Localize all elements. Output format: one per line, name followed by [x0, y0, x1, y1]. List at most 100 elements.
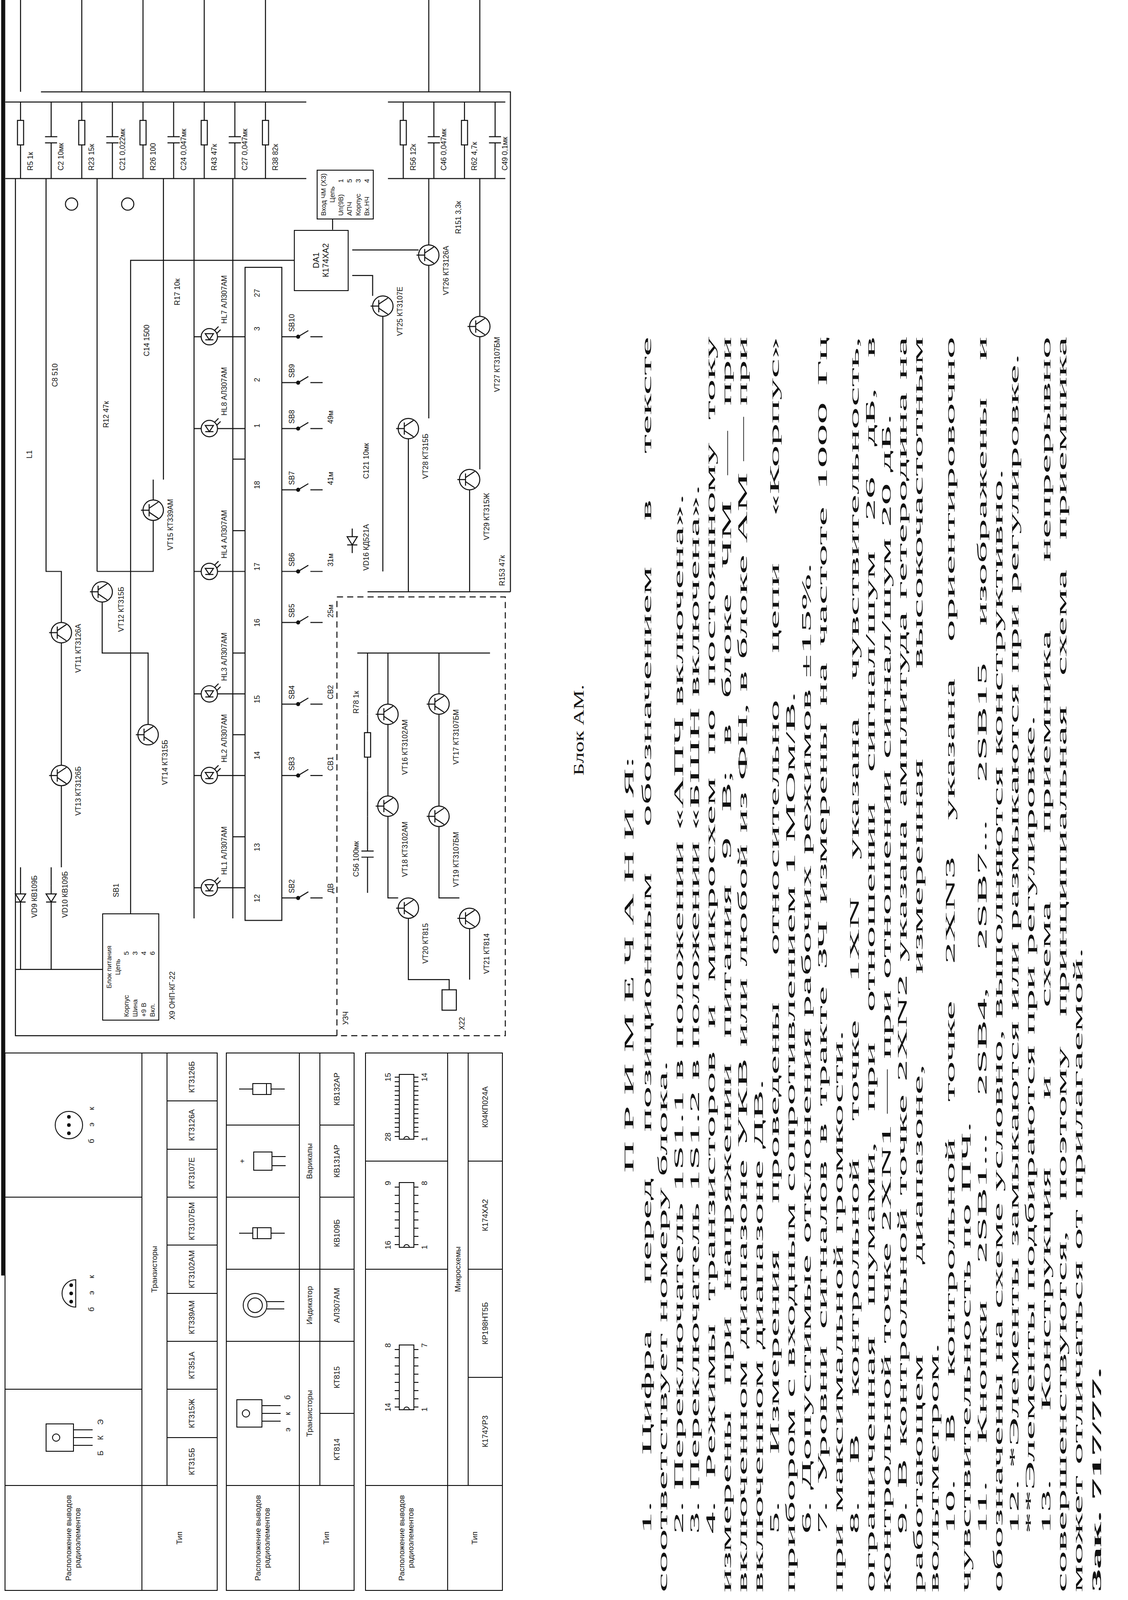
varicap-symbol: [15, 885, 26, 911]
component-label: 17: [253, 561, 262, 572]
layout-box: [5, 1437, 218, 1486]
component-label: 41м: [326, 470, 335, 486]
pin-row: 114: [420, 1073, 430, 1142]
component-label: HL1 АЛ307АМ: [220, 825, 229, 876]
pin-row: 148: [383, 1343, 393, 1412]
table-cell: Микросхемы: [447, 1053, 469, 1486]
pinout-table: Расположение выводов радиоэлементов экб …: [225, 1052, 355, 1592]
layout-box: Расположение выводов радиоэлементов 148 …: [365, 1053, 503, 1591]
pin-number: 8: [420, 1181, 430, 1186]
note-text: 11. Кнопки 2SB1... 2SB4, 2SB7... 2SB15 и…: [974, 336, 1006, 1593]
transistor-symbol: [375, 704, 398, 725]
part-type: К04КП024А: [480, 1086, 490, 1128]
component-label: VT19 КТ3107БМ: [452, 830, 461, 888]
drawing-part: [399, 1345, 414, 1410]
component-label: 49м: [326, 409, 335, 425]
table-cell: КТ815: [319, 1341, 355, 1414]
pinout-picture: 148 17: [383, 1343, 429, 1412]
transistor-symbol: [457, 469, 480, 491]
node-text: 5: [122, 917, 131, 956]
layout-box: [5, 1485, 218, 1591]
layout-box: Расположение выводов радиоэлементов БКЭ …: [5, 1053, 218, 1591]
pin-number: 8: [383, 1343, 393, 1348]
note-text: Зак. 717/77.: [1088, 1367, 1104, 1593]
pin-row: 169: [383, 1181, 393, 1250]
node-text: Корпус: [354, 188, 363, 216]
part-type: КР198НТ5Б: [480, 1302, 490, 1345]
table-row: Тип Микросхемы: [447, 1053, 469, 1591]
component-label: VT11 КТ3126А: [74, 623, 83, 674]
transistor-symbol: [89, 581, 113, 603]
note: 3. Переключатель 1S1.2 в положении «БШН …: [686, 336, 703, 1593]
resistor-symbol: [400, 102, 407, 179]
table-cell: АЛ307АМ: [319, 1269, 355, 1342]
component-label: 2: [253, 376, 262, 383]
wire: [20, 0, 480, 92]
component-label: VD16 КД521А: [362, 523, 371, 572]
drawing-part: [62, 1279, 76, 1308]
capacitor-symbol: [489, 102, 502, 179]
part-type: КТ3126Б: [187, 1061, 197, 1093]
pin-number: 16: [383, 1241, 393, 1250]
table-cell: КТ315Ж: [167, 1389, 218, 1438]
component-label: VT21 КТ814: [482, 932, 491, 975]
part-type: КТ815: [332, 1366, 342, 1390]
layout-box: [5, 1101, 218, 1149]
component-label: 16: [253, 617, 262, 628]
wire: [232, 459, 246, 837]
table-row: Расположение выводов радиоэлементов 148 …: [365, 1053, 448, 1591]
component-label: SB3: [287, 756, 297, 772]
drawing-part: [67, 1115, 71, 1119]
component-label: R56 12к: [409, 142, 418, 172]
node-text: 3: [130, 917, 140, 956]
pin-row: БКЭ: [96, 1419, 106, 1457]
pinout-picture: экб: [233, 1393, 293, 1435]
note: 11. Кнопки 2SB1... 2SB4, 2SB7... 2SB15 и…: [973, 336, 1006, 1593]
component-label: СВ1: [326, 755, 335, 772]
table-cell: Расположение выводов радиоэлементов: [365, 1485, 448, 1591]
component-label: HL8 АЛ307АМ: [220, 366, 229, 417]
layout-box: Расположение выводов радиоэлементов экб …: [226, 1053, 355, 1591]
layout-box: [5, 1293, 218, 1342]
component-label: C121 10мк: [362, 442, 371, 481]
component-label: ДВ: [326, 882, 335, 895]
drawing-part: [266, 1301, 285, 1310]
notes-heading: П Р И М Е Ч А Н И Я:: [620, 336, 637, 1593]
pin-name: Э: [96, 1419, 106, 1426]
varicap-drawing: [246, 1143, 288, 1180]
component-label: 12: [253, 893, 262, 904]
pin-number: 7: [420, 1343, 430, 1348]
table-cell: Тип: [141, 1485, 218, 1591]
table-cell: КТ339АМ: [167, 1293, 218, 1342]
capacitor-symbol: [228, 102, 241, 179]
table-row: Тип Транзисторы Индикатор Варикапы: [299, 1053, 320, 1591]
pin-name: к: [87, 1107, 97, 1111]
amplifier-region: [336, 596, 506, 1036]
drawing-part: [403, 1245, 410, 1249]
table-cell: КВ131АР: [319, 1125, 355, 1198]
table-text: Варикапы: [305, 1143, 314, 1180]
capacitor-symbol: [167, 102, 180, 179]
component-label: HL7 АЛ307АМ: [220, 274, 229, 325]
transistor-symbol: [370, 296, 393, 317]
transistor-symbol: [396, 898, 419, 919]
pin-number: 1: [420, 1137, 430, 1142]
node-text: 4: [362, 173, 371, 183]
pinout-picture: бэк: [50, 1104, 97, 1146]
component-label: VT18 КТ3102АМ: [401, 820, 410, 878]
notes-block: П Р И М Е Ч А Н И Я: 1. Цифра перед пози…: [620, 336, 1105, 1593]
component-label: R78 1к: [352, 689, 361, 715]
component-label: R26 100: [149, 141, 158, 172]
node-text: DA1: [311, 252, 322, 269]
resistor-symbol: [17, 102, 24, 179]
component-label: 27: [253, 287, 262, 298]
component-label: 13: [253, 842, 262, 853]
component-label: VT17 КТ3107БМ: [452, 708, 461, 766]
component-label: R62 4,7к: [470, 141, 479, 172]
pinout-table: Расположение выводов радиоэлементов БКЭ …: [4, 1052, 218, 1592]
node-text: 3: [354, 173, 363, 183]
part-type: КТ3102АМ: [187, 1250, 197, 1289]
transistor-symbol: [49, 765, 72, 786]
pin-number: 1: [420, 1245, 430, 1250]
table-text: Тип: [175, 1531, 184, 1545]
